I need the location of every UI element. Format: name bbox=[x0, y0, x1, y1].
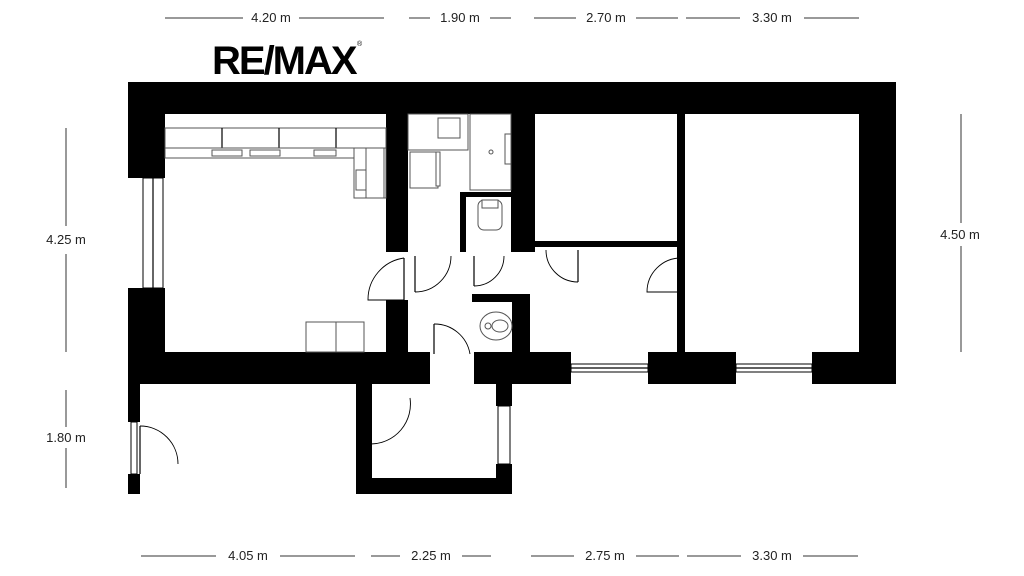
windows bbox=[130, 177, 813, 475]
bathroom-fixtures bbox=[407, 113, 512, 191]
dim-bottom-1: 4.05 m bbox=[228, 548, 268, 563]
window-exterior bbox=[130, 421, 138, 475]
left-dimensions: 4.25 m 1.80 m bbox=[46, 128, 86, 488]
dim-top-3: 2.70 m bbox=[586, 10, 626, 25]
dim-top-2: 1.90 m bbox=[440, 10, 480, 25]
logo-text: RE/MAX bbox=[212, 39, 358, 83]
wash-basin bbox=[479, 311, 513, 341]
remax-logo: RE/MAX ® bbox=[212, 39, 363, 83]
dim-right-1: 4.50 m bbox=[940, 227, 980, 242]
right-dimensions: 4.50 m bbox=[940, 114, 980, 352]
bottom-dimensions: 4.05 m 2.25 m 2.75 m 3.30 m bbox=[141, 548, 858, 563]
sofa bbox=[305, 321, 365, 353]
wc-toilet bbox=[477, 199, 503, 231]
doors bbox=[139, 249, 682, 474]
window-vestibule bbox=[497, 405, 511, 465]
dim-top-1: 4.20 m bbox=[251, 10, 291, 25]
dim-bottom-2: 2.25 m bbox=[411, 548, 451, 563]
dim-left-2: 1.80 m bbox=[46, 430, 86, 445]
kitchen-counter bbox=[164, 127, 387, 199]
dim-bottom-3: 2.75 m bbox=[585, 548, 625, 563]
walls bbox=[128, 82, 896, 494]
dim-left-1: 4.25 m bbox=[46, 232, 86, 247]
top-dimensions: 4.20 m 1.90 m 2.70 m 3.30 m bbox=[165, 10, 859, 25]
dim-top-4: 3.30 m bbox=[752, 10, 792, 25]
dim-bottom-4: 3.30 m bbox=[752, 548, 792, 563]
logo-registered-mark: ® bbox=[357, 40, 363, 48]
